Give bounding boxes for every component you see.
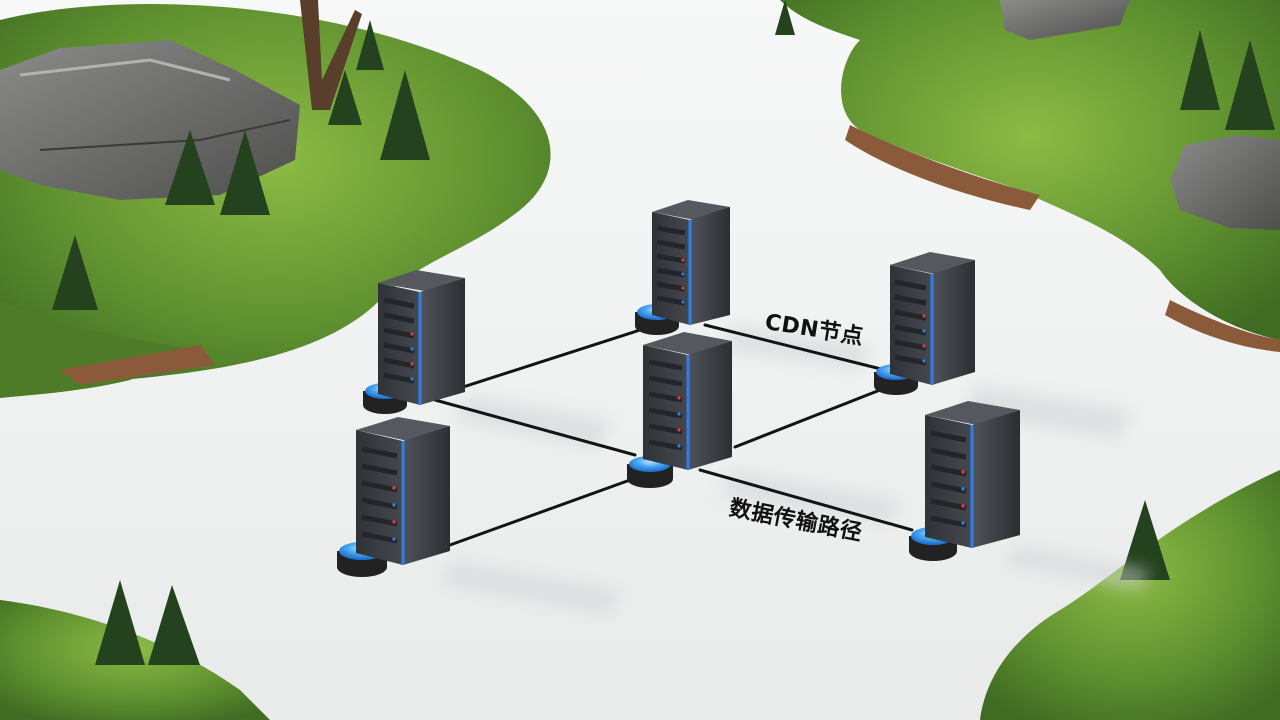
moss-top-right — [780, 0, 1280, 352]
rock-right — [1170, 135, 1280, 230]
cdn-node-button-icon — [337, 304, 957, 577]
rock-top-right — [1000, 0, 1130, 40]
tree-trunk — [300, 0, 362, 110]
data-cables — [433, 323, 914, 547]
pine-trees — [52, 0, 1275, 665]
server-rack-icon — [356, 200, 1020, 565]
rock-top-left — [0, 40, 300, 200]
moss-bottom-right — [980, 470, 1280, 720]
